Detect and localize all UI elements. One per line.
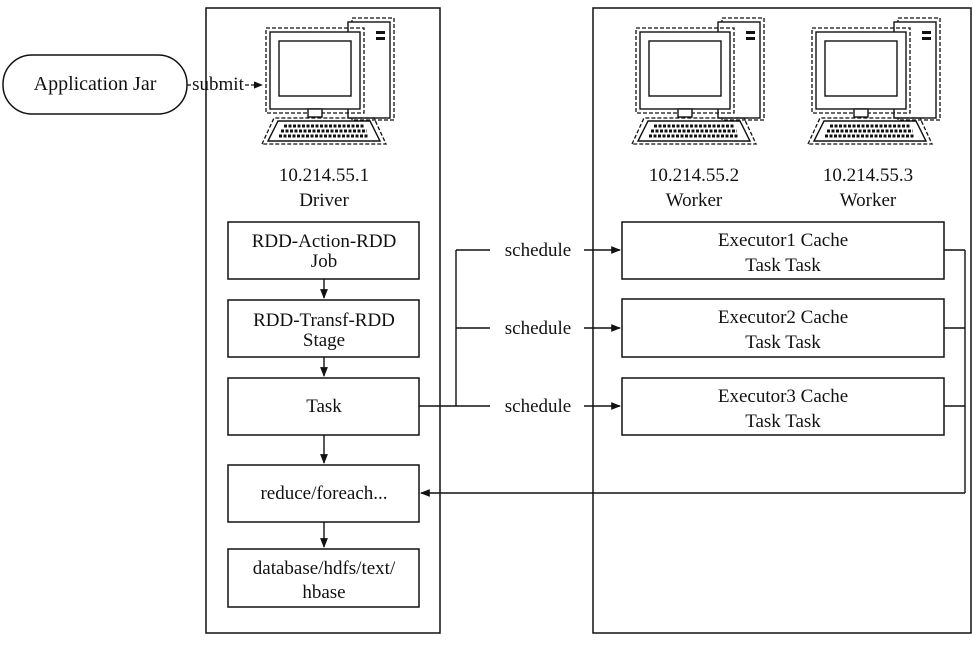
schedule-connectors xyxy=(419,246,621,410)
executor3-line1: Executor3 Cache xyxy=(718,386,848,407)
stage-box-line2: Stage xyxy=(303,330,345,351)
schedule-label-2: schedule xyxy=(505,318,571,339)
stage-box: RDD-Transf-RDD Stage xyxy=(227,299,420,358)
worker2-ip: 10.214.55.3 xyxy=(823,165,913,186)
driver-role: Driver xyxy=(299,190,349,211)
storage-box: database/hdfs/text/ hbase xyxy=(227,548,420,608)
executor2-line2: Task Task xyxy=(745,332,821,353)
storage-box-line2: hbase xyxy=(302,582,345,603)
worker1-ip: 10.214.55.2 xyxy=(649,165,739,186)
schedule-label-1: schedule xyxy=(505,240,571,261)
worker1-role: Worker xyxy=(666,190,723,211)
executor1-line2: Task Task xyxy=(745,255,821,276)
job-box-line1: RDD-Action-RDD xyxy=(252,231,397,252)
executor1-box: Executor1 Cache Task Task xyxy=(621,221,945,280)
job-box: RDD-Action-RDD Job xyxy=(227,221,420,280)
reduce-box-label: reduce/foreach... xyxy=(260,483,387,504)
worker1-computer-icon xyxy=(630,16,766,146)
submit-connector: submit xyxy=(187,74,263,95)
driver-frame xyxy=(205,7,441,634)
executor3-line2: Task Task xyxy=(745,411,821,432)
worker-frame xyxy=(592,7,972,634)
worker2-role: Worker xyxy=(840,190,897,211)
stage-box-line1: RDD-Transf-RDD xyxy=(253,310,395,331)
task-box: Task xyxy=(227,377,420,436)
job-box-line2: Job xyxy=(311,251,337,272)
worker2-computer-icon xyxy=(806,16,942,146)
executor2-box: Executor2 Cache Task Task xyxy=(621,298,945,358)
application-jar-node: Application Jar xyxy=(2,54,188,115)
reduce-box: reduce/foreach... xyxy=(227,464,420,523)
executor2-line1: Executor2 Cache xyxy=(718,307,848,328)
application-jar-label: Application Jar xyxy=(34,73,157,95)
driver-ip: 10.214.55.1 xyxy=(279,165,369,186)
storage-box-line1: database/hdfs/text/ xyxy=(253,558,396,579)
submit-label: submit xyxy=(192,74,244,95)
driver-computer-icon xyxy=(260,16,396,146)
executor3-box: Executor3 Cache Task Task xyxy=(621,377,945,436)
executor1-line1: Executor1 Cache xyxy=(718,230,848,251)
results-return-connector xyxy=(420,249,966,497)
task-box-label: Task xyxy=(306,396,342,417)
schedule-label-3: schedule xyxy=(505,396,571,417)
